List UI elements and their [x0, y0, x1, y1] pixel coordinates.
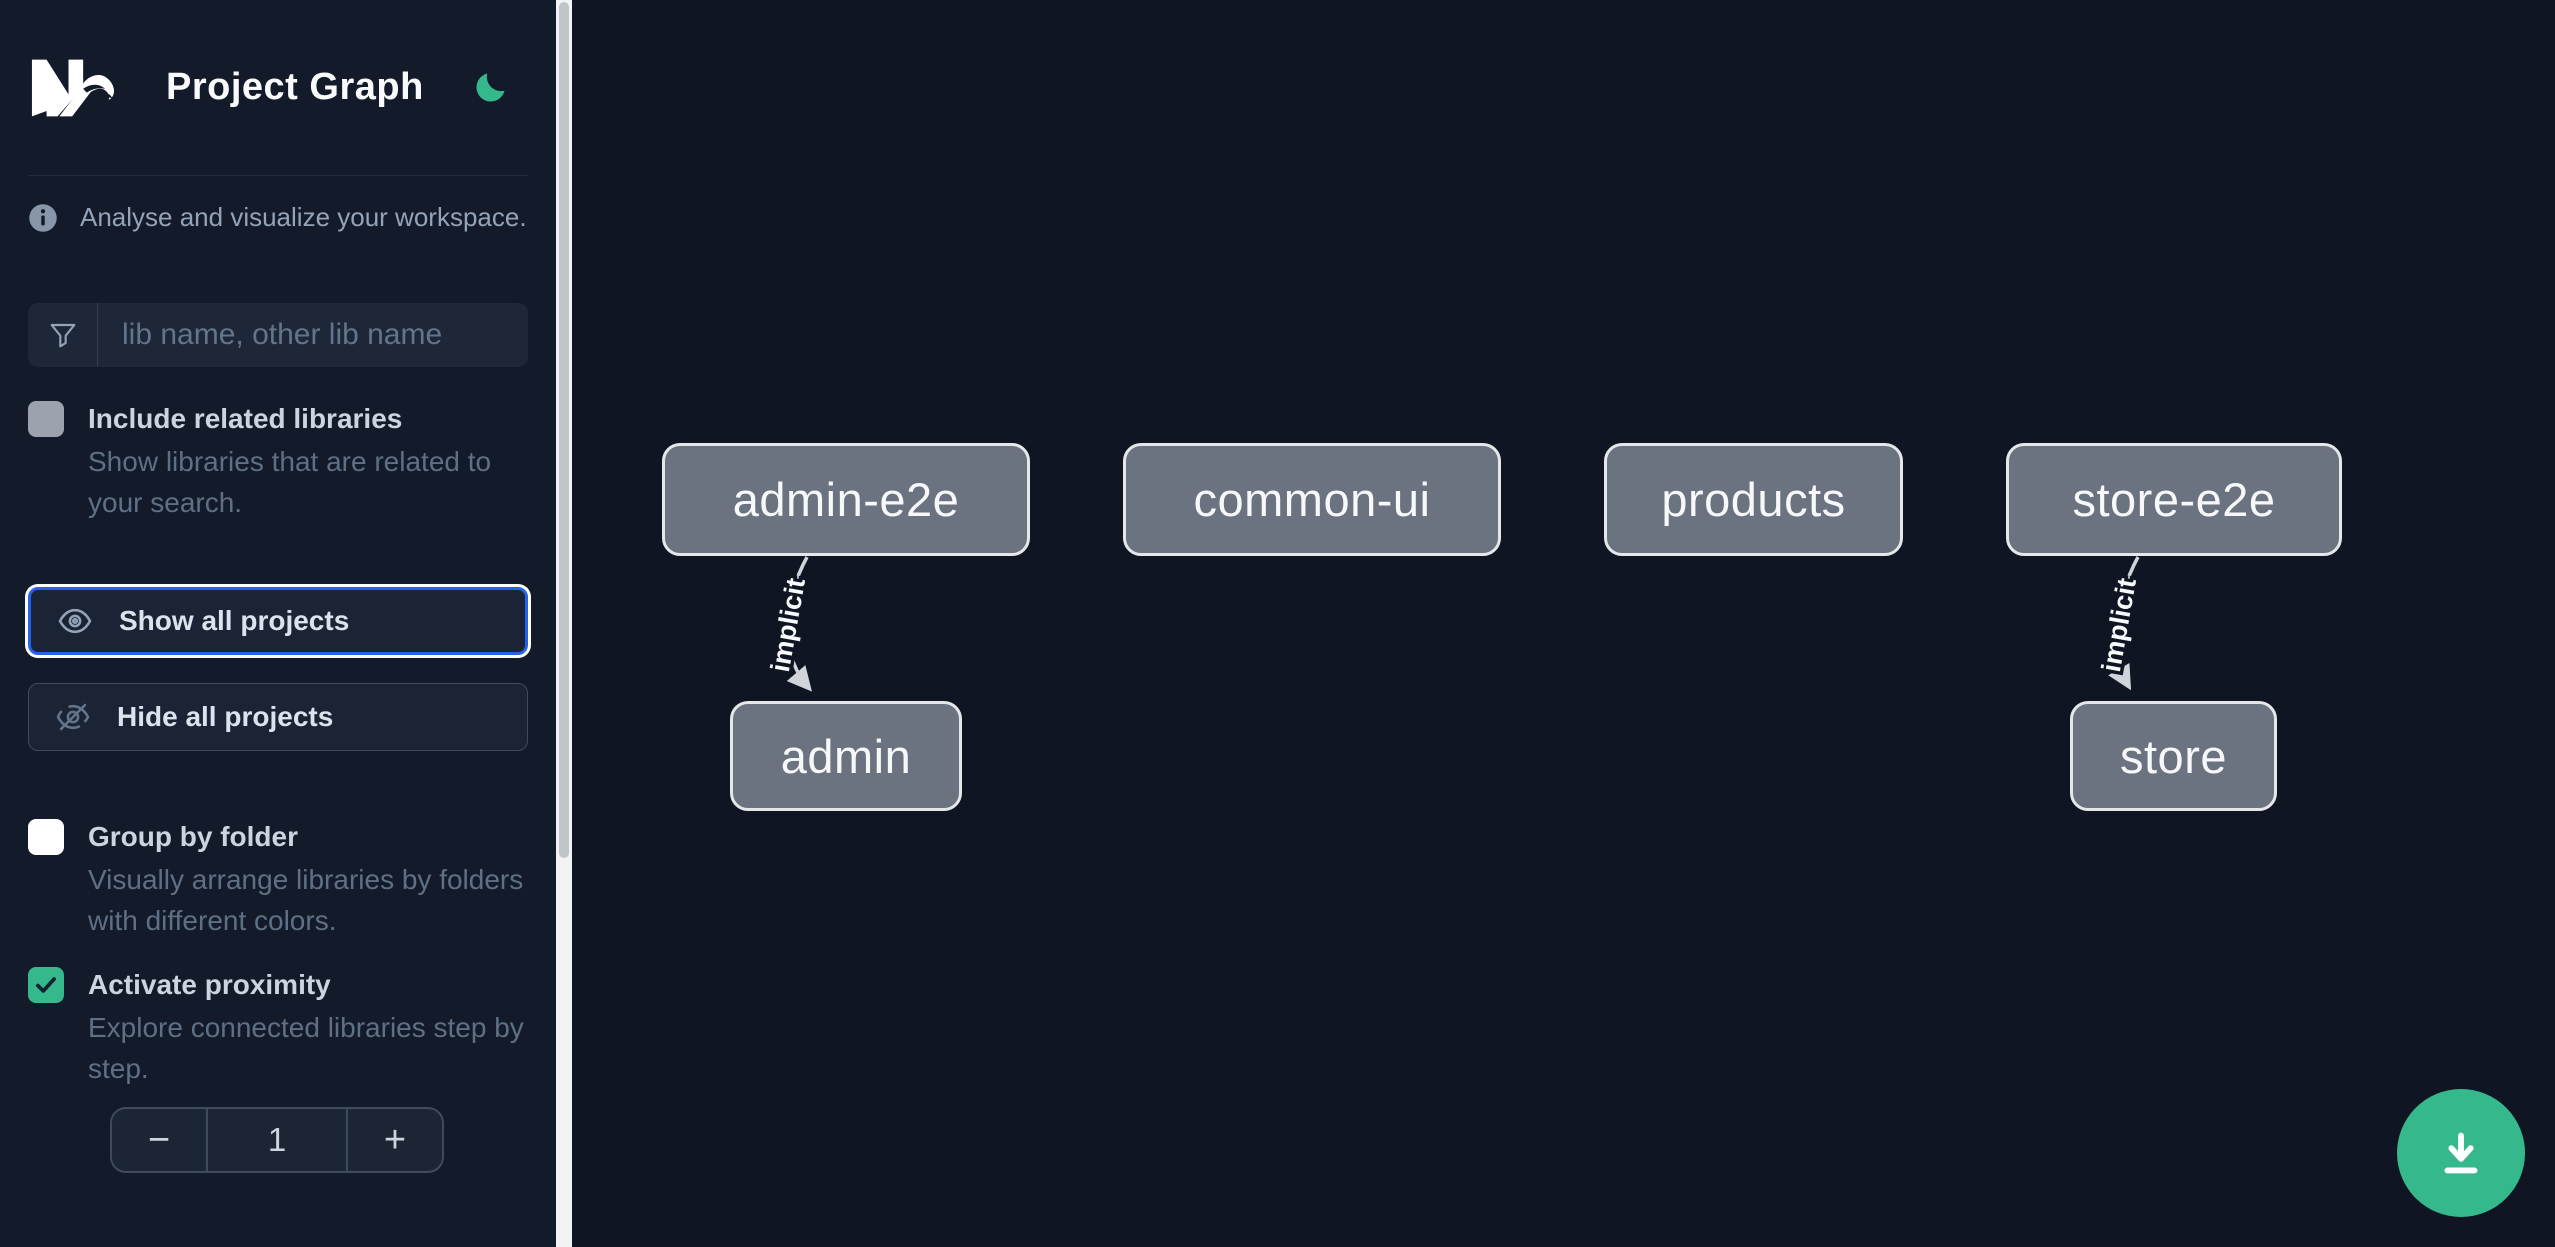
eye-slash-icon	[56, 703, 90, 731]
edge-admin-e2e-to-admin	[785, 556, 812, 692]
graph-node-common-ui[interactable]: common-ui	[1123, 443, 1501, 556]
eye-icon	[58, 608, 92, 634]
sidebar-scrollbar-thumb[interactable]	[559, 2, 569, 858]
group-by-folder-checkbox[interactable]	[28, 819, 64, 855]
hide-all-projects-label: Hide all projects	[117, 701, 334, 732]
decrement-button[interactable]: −	[112, 1109, 208, 1171]
search-input[interactable]	[98, 303, 528, 367]
sidebar-scrollbar	[556, 0, 572, 1247]
edge-store-e2e-to-store	[2108, 556, 2140, 691]
graph-canvas[interactable]: implicit implicit admin-e2e common-ui pr…	[572, 0, 2555, 1247]
group-by-folder-description: Visually arrange libraries by folders wi…	[88, 864, 524, 936]
workspace-info: Analyse and visualize your workspace.	[28, 202, 528, 233]
nx-logo-icon	[31, 59, 115, 116]
activate-proximity-label: Activate proximity	[88, 969, 331, 1000]
checkmark-icon	[36, 977, 56, 993]
info-icon	[29, 203, 57, 232]
page-title: Project Graph	[166, 66, 424, 108]
graph-node-store-e2e[interactable]: store-e2e	[2006, 443, 2342, 556]
increment-button[interactable]: +	[346, 1109, 442, 1171]
graph-edges: implicit implicit	[762, 556, 2145, 692]
theme-toggle-button[interactable]	[468, 66, 512, 110]
include-related-label: Include related libraries	[88, 403, 403, 434]
graph-node-admin-e2e[interactable]: admin-e2e	[662, 443, 1030, 556]
download-image-button[interactable]	[2397, 1089, 2525, 1217]
edge-label-implicit-2: implicit	[2096, 576, 2142, 674]
filter-icon-cell	[28, 303, 98, 367]
tagline-text: Analyse and visualize your workspace.	[80, 202, 527, 232]
proximity-depth-value: 1	[267, 1121, 287, 1158]
graph-node-store[interactable]: store	[2070, 701, 2277, 811]
include-related-description: Show libraries that are related to your …	[88, 446, 492, 518]
show-all-projects-label: Show all projects	[119, 605, 350, 636]
sidebar: Project Graph Analyse and visualize your…	[0, 0, 572, 1247]
moon-icon	[476, 72, 505, 102]
include-related-checkbox[interactable]	[28, 401, 64, 437]
option-include-related: Include related libraries Show libraries…	[28, 399, 528, 523]
search-box	[28, 303, 528, 367]
graph-node-products[interactable]: products	[1604, 443, 1903, 556]
download-icon	[2444, 1132, 2478, 1174]
hide-all-projects-button[interactable]: Hide all projects	[28, 683, 528, 751]
edge-label-implicit-1: implicit	[765, 576, 811, 674]
funnel-filter-icon	[50, 323, 75, 348]
proximity-depth-stepper: − 1 +	[110, 1107, 444, 1173]
show-all-projects-button[interactable]: Show all projects	[28, 587, 528, 655]
activate-proximity-description: Explore connected libraries step by step…	[88, 1012, 524, 1084]
sidebar-header: Project Graph	[28, 0, 528, 176]
activate-proximity-checkbox[interactable]	[28, 967, 64, 1003]
option-activate-proximity: Activate proximity Explore connected lib…	[28, 965, 528, 1089]
option-group-by-folder: Group by folder Visually arrange librari…	[28, 817, 528, 941]
group-by-folder-label: Group by folder	[88, 821, 298, 852]
graph-node-admin[interactable]: admin	[730, 701, 962, 811]
